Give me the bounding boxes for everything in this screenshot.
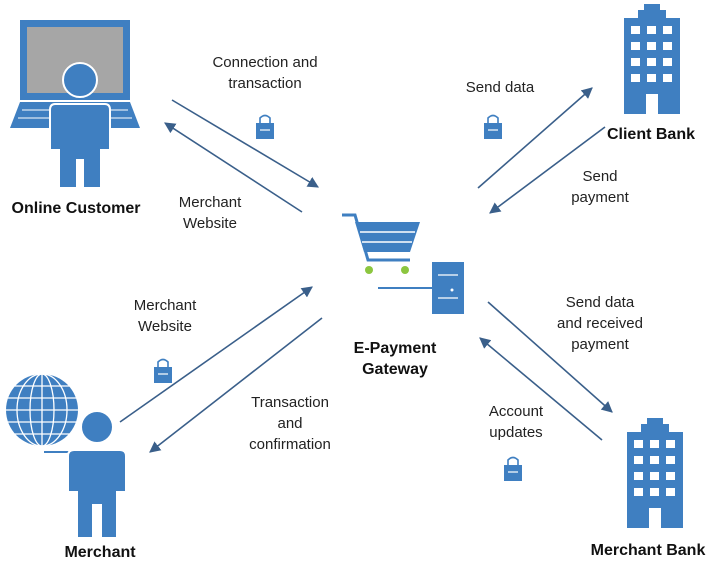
edge-label-send-data: Send data [465, 79, 535, 96]
client-bank-icon [624, 4, 680, 114]
shopping-cart-icon [342, 213, 420, 274]
merchant-bank-label: Merchant Bank [590, 542, 706, 559]
arrow-gateway-to-merchant [149, 317, 323, 453]
client-bank-label: Client Bank [606, 126, 695, 143]
arrow-merchant-bank-to-gateway [479, 337, 603, 441]
online-customer-icon [10, 20, 140, 189]
edge-label-merchant-website-top: Merchant Website [178, 194, 242, 232]
arrow-customer-to-gateway [171, 99, 319, 188]
lock-icon [153, 358, 173, 384]
merchant-icon [67, 410, 127, 539]
merchant-label: Merchant [64, 544, 136, 561]
edge-label-connection: Connection and transaction [212, 54, 318, 92]
globe-icon [6, 373, 78, 453]
edge-label-merchant-website-bottom: Merchant Website [133, 297, 197, 335]
arrow-client-bank-to-gateway [489, 126, 606, 214]
edge-label-transaction-confirmation: Transaction and confirmation [249, 394, 331, 453]
edge-label-send-data-received: Send data and received payment [557, 294, 643, 353]
merchant-bank-icon [627, 418, 683, 528]
edge-label-account-updates: Account updates [488, 403, 544, 441]
arrow-gateway-to-client-bank [477, 87, 593, 189]
lock-icon [503, 456, 523, 482]
online-customer-label: Online Customer [11, 200, 141, 217]
gateway-label: E-Payment Gateway [353, 340, 437, 378]
arrow-gateway-to-customer [164, 122, 303, 213]
server-icon [378, 262, 464, 314]
arrow-gateway-to-merchant-bank [487, 301, 613, 413]
arrow-merchant-to-gateway [119, 286, 313, 423]
lock-icon [483, 114, 503, 140]
edge-label-send-payment: Send payment [571, 168, 629, 206]
lock-icon [255, 114, 275, 140]
